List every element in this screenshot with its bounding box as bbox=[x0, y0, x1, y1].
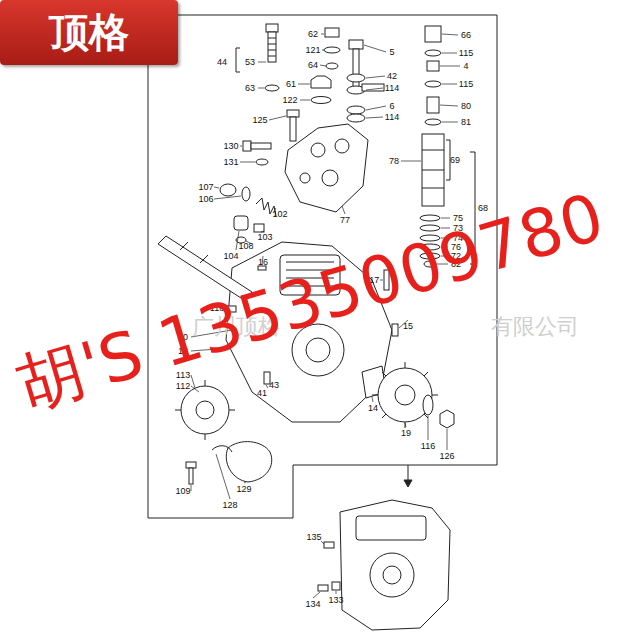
callout-number: 16 bbox=[258, 258, 268, 267]
callout-number: 68 bbox=[478, 204, 488, 213]
watermark-text: 有限公司 bbox=[491, 316, 579, 338]
arrow-line bbox=[408, 465, 409, 482]
callout-number: 62 bbox=[308, 30, 318, 39]
callout-number: 80 bbox=[461, 102, 471, 111]
callout-number: 77 bbox=[340, 216, 350, 225]
callout-number: 109 bbox=[175, 487, 190, 496]
callout-number: 66 bbox=[461, 31, 471, 40]
callout-number: 129 bbox=[236, 485, 251, 494]
callout-number: 115 bbox=[459, 80, 473, 89]
callout-number: 130 bbox=[223, 142, 238, 151]
callout-number: 135 bbox=[306, 533, 321, 542]
arrow-head bbox=[404, 480, 412, 487]
callout-number: 53 bbox=[245, 58, 255, 67]
callout-number: 114 bbox=[385, 84, 399, 93]
callout-number: 108 bbox=[238, 242, 253, 251]
callout-number: 19 bbox=[401, 429, 411, 438]
callout-number: 42 bbox=[387, 72, 397, 81]
callout-number: 4 bbox=[463, 62, 468, 71]
callout-number: 131 bbox=[223, 158, 238, 167]
callout-number: 81 bbox=[461, 118, 471, 127]
callout-number: 5 bbox=[389, 48, 394, 57]
bracket bbox=[446, 140, 450, 180]
callout-number: 122 bbox=[282, 96, 297, 105]
callout-number: 104 bbox=[223, 252, 238, 261]
callout-number: 102 bbox=[272, 210, 287, 219]
callout-number: 106 bbox=[198, 195, 213, 204]
logo-badge: 顶格 bbox=[0, 0, 178, 65]
callout-number: 14 bbox=[368, 404, 378, 413]
callout-number: 126 bbox=[439, 452, 454, 461]
callout-number: 61 bbox=[286, 80, 296, 89]
bracket bbox=[236, 48, 240, 72]
logo-text: 顶格 bbox=[49, 5, 129, 60]
callout-number: 103 bbox=[257, 233, 272, 242]
callout-number: 128 bbox=[222, 501, 237, 510]
callout-number: 43 bbox=[269, 381, 279, 390]
callout-number: 41 bbox=[257, 389, 267, 398]
callout-number: 116 bbox=[421, 442, 435, 451]
callout-number: 125 bbox=[252, 116, 267, 125]
callout-number: 75 bbox=[453, 214, 463, 223]
callout-number: 44 bbox=[217, 58, 227, 67]
callout-number: 121 bbox=[305, 46, 320, 55]
callout-number: 6 bbox=[389, 102, 394, 111]
callout-number: 112 bbox=[176, 382, 190, 391]
callout-number: 115 bbox=[459, 49, 473, 58]
callout-number: 69 bbox=[450, 156, 460, 165]
callout-number: 63 bbox=[245, 84, 255, 93]
callout-number: 114 bbox=[385, 113, 399, 122]
callout-number: 133 bbox=[328, 596, 343, 605]
callout-number: 64 bbox=[308, 61, 318, 70]
callout-number: 107 bbox=[198, 183, 213, 192]
callout-number: 78 bbox=[389, 157, 399, 166]
callout-number: 15 bbox=[403, 322, 413, 331]
callout-number: 134 bbox=[305, 600, 320, 609]
